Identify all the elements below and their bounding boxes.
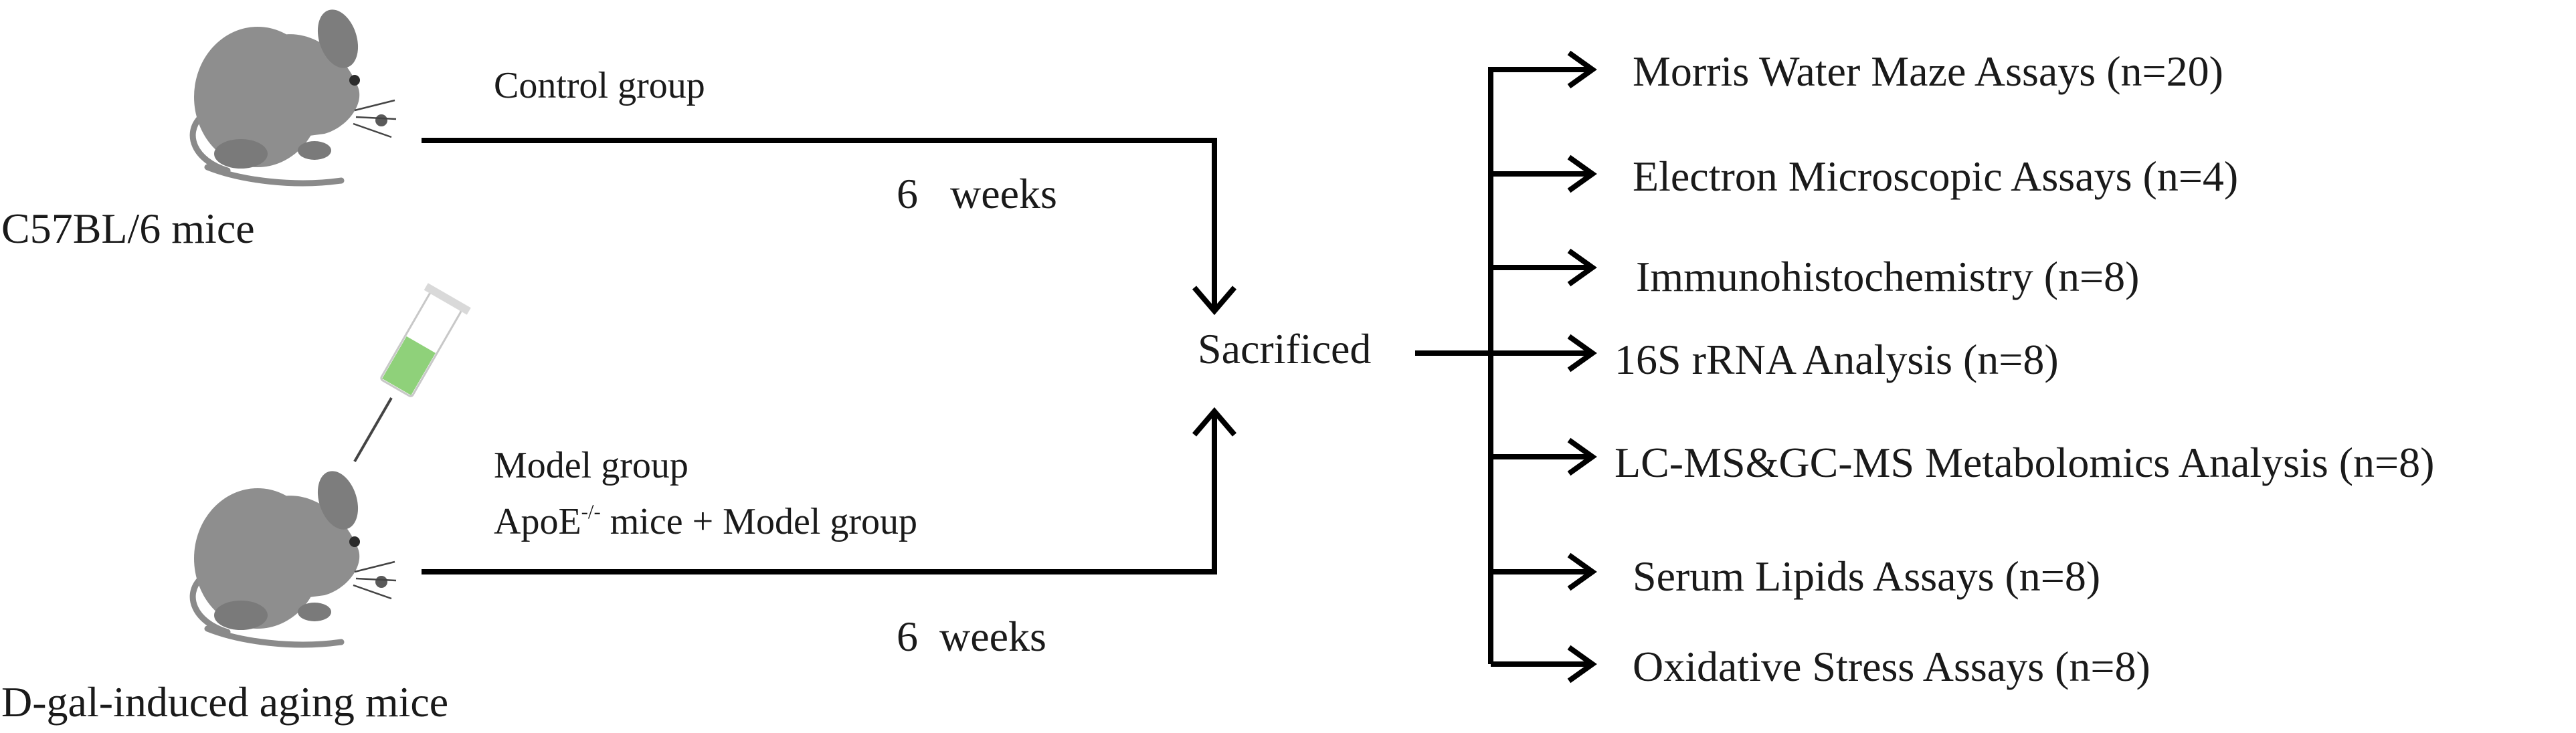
syringe-icon — [353, 283, 471, 463]
outcome-16s-rrna: 16S rRNA Analysis (n=8) — [1615, 336, 2059, 383]
control-group-label: Control group — [494, 65, 705, 106]
model-subgroup-label: ApoE-/- mice + Model group — [494, 502, 917, 540]
outcome-branches — [1491, 50, 1597, 684]
outcome-oxidative-stress: Oxidative Stress Assays (n=8) — [1633, 643, 2150, 690]
model-subgroup-prefix: ApoE — [494, 501, 581, 543]
control-arrowhead — [1192, 286, 1237, 316]
outcome-immunohistochemistry: Immunohistochemistry (n=8) — [1636, 253, 2140, 300]
outcome-serum-lipids: Serum Lipids Assays (n=8) — [1633, 552, 2101, 600]
outcome-morris-water-maze: Morris Water Maze Assays (n=20) — [1633, 47, 2223, 95]
control-strain-label: C57BL/6 mice — [1, 205, 255, 252]
model-strain-label: D-gal-induced aging mice — [1, 678, 449, 726]
outcome-electron-microscopic: Electron Microscopic Assays (n=4) — [1633, 152, 2239, 200]
model-group-label: Model group — [494, 445, 688, 486]
control-duration-label: 6 weeks — [897, 170, 1057, 217]
model-subgroup-superscript: -/- — [581, 500, 601, 523]
control-flow-line — [422, 138, 1217, 311]
model-subgroup-suffix: mice + Model group — [600, 501, 917, 543]
mouse-icon — [189, 471, 397, 648]
mouse-icon — [189, 9, 397, 187]
outcome-lc-ms-gc-ms: LC-MS&GC-MS Metabolomics Analysis (n=8) — [1615, 439, 2435, 486]
model-arrowhead — [1192, 407, 1237, 437]
model-duration-label: 6 weeks — [897, 613, 1046, 660]
sacrificed-label: Sacrificed — [1198, 325, 1372, 373]
model-flow-line — [422, 411, 1217, 574]
